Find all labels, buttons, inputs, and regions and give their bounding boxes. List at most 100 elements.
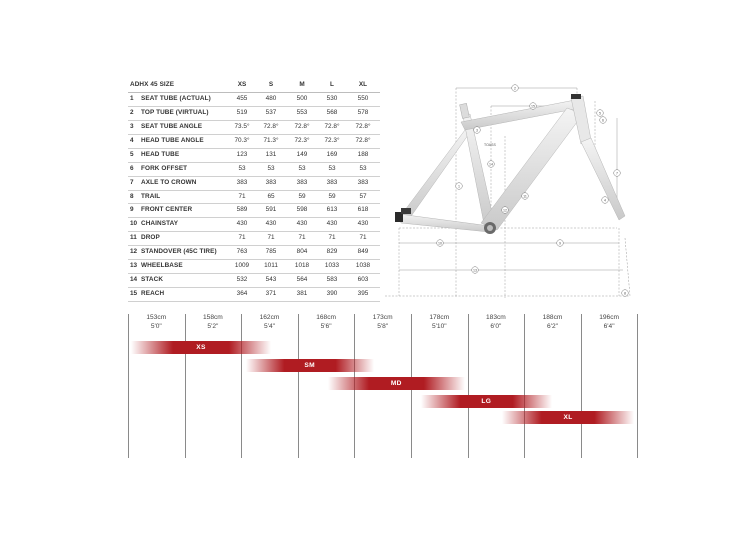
height-cm: 196cm [599, 314, 619, 321]
size-bar-label: XS [196, 344, 206, 351]
row-value: 71 [328, 234, 336, 242]
row-number: 6 [130, 164, 134, 172]
row-label: DROP [141, 234, 160, 242]
size-bar-label: XL [563, 414, 573, 421]
row-label: TOP TUBE (VIRTUAL) [141, 108, 209, 116]
row-value: 72.8° [355, 122, 371, 130]
row-label: FORK OFFSET [141, 164, 188, 172]
row-value: 53 [328, 164, 336, 172]
row-value: 1011 [264, 262, 278, 270]
callout-circle [556, 239, 564, 247]
row-label: CHAINSTAY [141, 220, 179, 228]
row-value: 591 [265, 206, 277, 214]
height-cm: 162cm [259, 314, 280, 321]
size-bar-xs: XS [130, 341, 272, 354]
gridline [637, 314, 638, 458]
row-value: 73.5° [234, 122, 250, 130]
callout-circle [455, 182, 463, 190]
gridline [297, 314, 299, 458]
height-cm: 178cm [429, 314, 450, 321]
row-value: 383 [236, 178, 248, 186]
callout-number: 1 [458, 184, 460, 188]
row-value: 188 [357, 150, 369, 158]
callout-circle [501, 206, 509, 214]
height-ftin: 5'4" [264, 322, 275, 330]
row-value: 618 [357, 206, 369, 214]
row-value: 500 [296, 94, 308, 102]
callout-number: 14 [489, 162, 493, 166]
row-value: 537 [265, 108, 277, 116]
row-label: REACH [141, 290, 165, 298]
row-value: 71 [267, 234, 275, 242]
size-bar-label: LG [481, 398, 492, 405]
row-value: 583 [326, 276, 338, 284]
height-cm: 173cm [372, 314, 393, 321]
row-value: 59 [298, 192, 306, 200]
size-header-s: S [268, 81, 274, 88]
row-value: 598 [296, 206, 308, 214]
row-number: 12 [130, 248, 138, 256]
gridline [184, 314, 186, 458]
gridline [241, 314, 243, 458]
callout-number: 15 [531, 104, 535, 108]
row-value: 480 [265, 94, 277, 102]
row-number: 1 [130, 94, 134, 102]
height-cm: 158cm [202, 314, 223, 321]
row-value: 383 [326, 178, 338, 186]
row-value: 553 [296, 108, 308, 116]
row-value: 530 [326, 94, 338, 102]
row-value: 381 [296, 290, 308, 298]
row-value: 72.8° [263, 122, 279, 130]
gridline [580, 314, 582, 458]
row-value: 564 [296, 276, 308, 284]
row-value: 383 [357, 178, 369, 186]
callout-circle [529, 102, 537, 110]
height-cm: 168cm [316, 314, 336, 321]
callout-number: 6 [602, 118, 604, 122]
gridline [128, 314, 129, 458]
height-ftin: 5'0" [150, 322, 162, 330]
callout-circle [471, 266, 479, 274]
row-value: 53 [359, 164, 367, 172]
row-label: FRONT CENTER [141, 206, 193, 214]
size-bar-md: MD [327, 377, 465, 390]
row-value: 390 [326, 290, 338, 298]
row-value: 804 [296, 248, 308, 256]
callout-circle [601, 196, 609, 204]
row-number: 11 [130, 234, 137, 242]
row-value: 71 [238, 192, 246, 200]
row-value: 71 [298, 234, 306, 242]
row-number: 4 [130, 136, 134, 144]
size-bar-lg: LG [420, 395, 552, 408]
row-value: 59 [328, 192, 336, 200]
row-value: 72.8° [294, 122, 310, 130]
callout-number: 11 [523, 194, 527, 198]
row-value: 550 [357, 94, 369, 102]
callout-circle [473, 126, 481, 134]
row-value: 1018 [294, 262, 310, 270]
row-value: 532 [236, 276, 248, 284]
row-number: 14 [130, 276, 138, 284]
row-label: SEAT TUBE (ACTUAL) [141, 94, 211, 102]
row-value: 53 [238, 164, 246, 172]
table-title: ADHX 45 SIZE [130, 81, 175, 88]
row-value: 519 [236, 108, 248, 116]
row-value: 568 [326, 108, 338, 116]
row-value: 65 [267, 192, 275, 200]
